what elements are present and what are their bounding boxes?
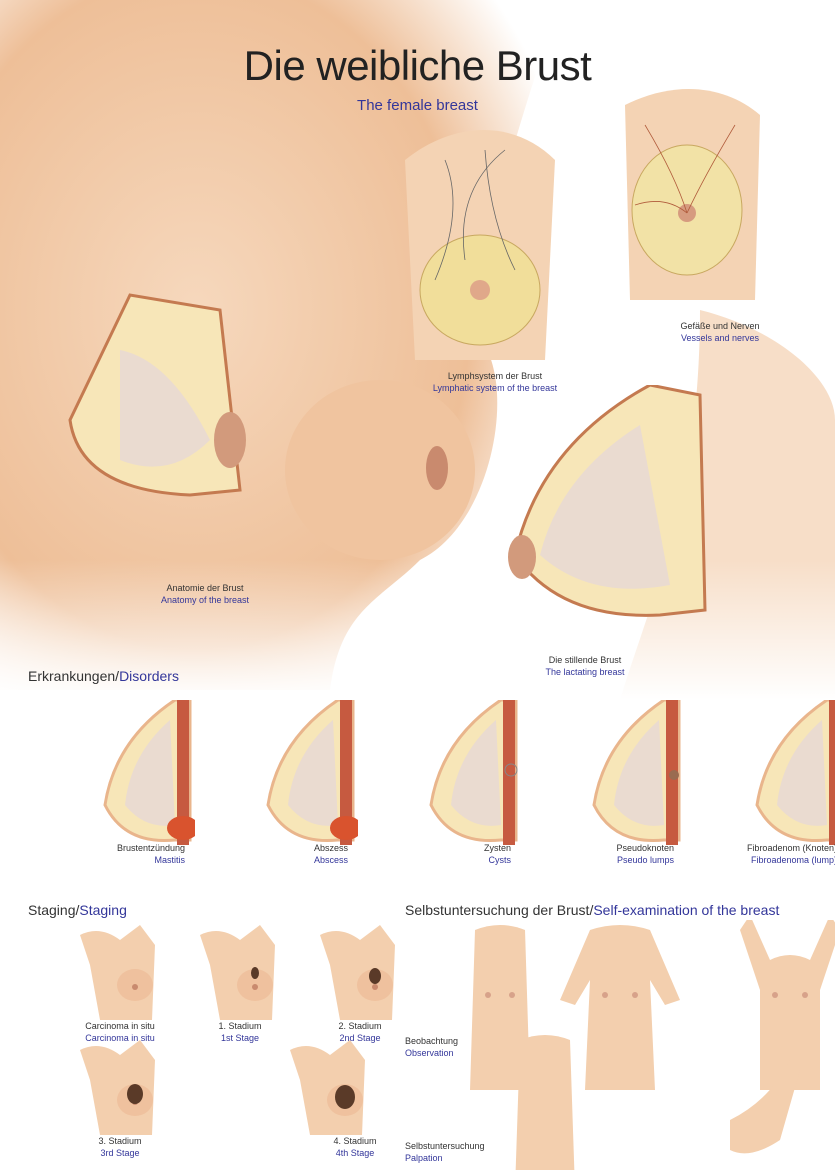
- staging-illustration: [290, 1040, 365, 1135]
- disorder-caption: Fibroadenom (Knoten)Fibroadenoma (lump): [746, 843, 835, 865]
- disorder-illustration: [592, 700, 681, 845]
- disorder-illustration: [103, 700, 195, 845]
- disorder-illustration: [266, 700, 358, 845]
- staging-illustration: [80, 1040, 155, 1135]
- disorder-illustration: [429, 700, 518, 845]
- self-exam-heading: Selbstuntersuchung der Brust/Self-examin…: [405, 902, 780, 918]
- staging-illustration: [80, 925, 155, 1020]
- staging-illustration: [200, 925, 275, 1020]
- disorder-panel: Fibroadenom (Knoten)Fibroadenoma (lump): [677, 700, 835, 890]
- poster-title: Die weibliche Brust: [243, 42, 592, 89]
- lactating-breast-figure: [508, 385, 707, 617]
- poster-subtitle: The female breast: [357, 97, 478, 114]
- breast-anatomy-cross-section: [68, 293, 246, 497]
- vessels-nerves-figure: [625, 88, 760, 301]
- staging-illustration: [320, 925, 395, 1020]
- self-exam-figures: [470, 920, 835, 1170]
- disorder-illustration: [755, 700, 835, 845]
- staging-heading: Staging/Staging: [28, 902, 127, 918]
- disorders-heading: Erkrankungen/Disorders: [28, 668, 179, 684]
- lymphatic-system-figure: [405, 130, 555, 360]
